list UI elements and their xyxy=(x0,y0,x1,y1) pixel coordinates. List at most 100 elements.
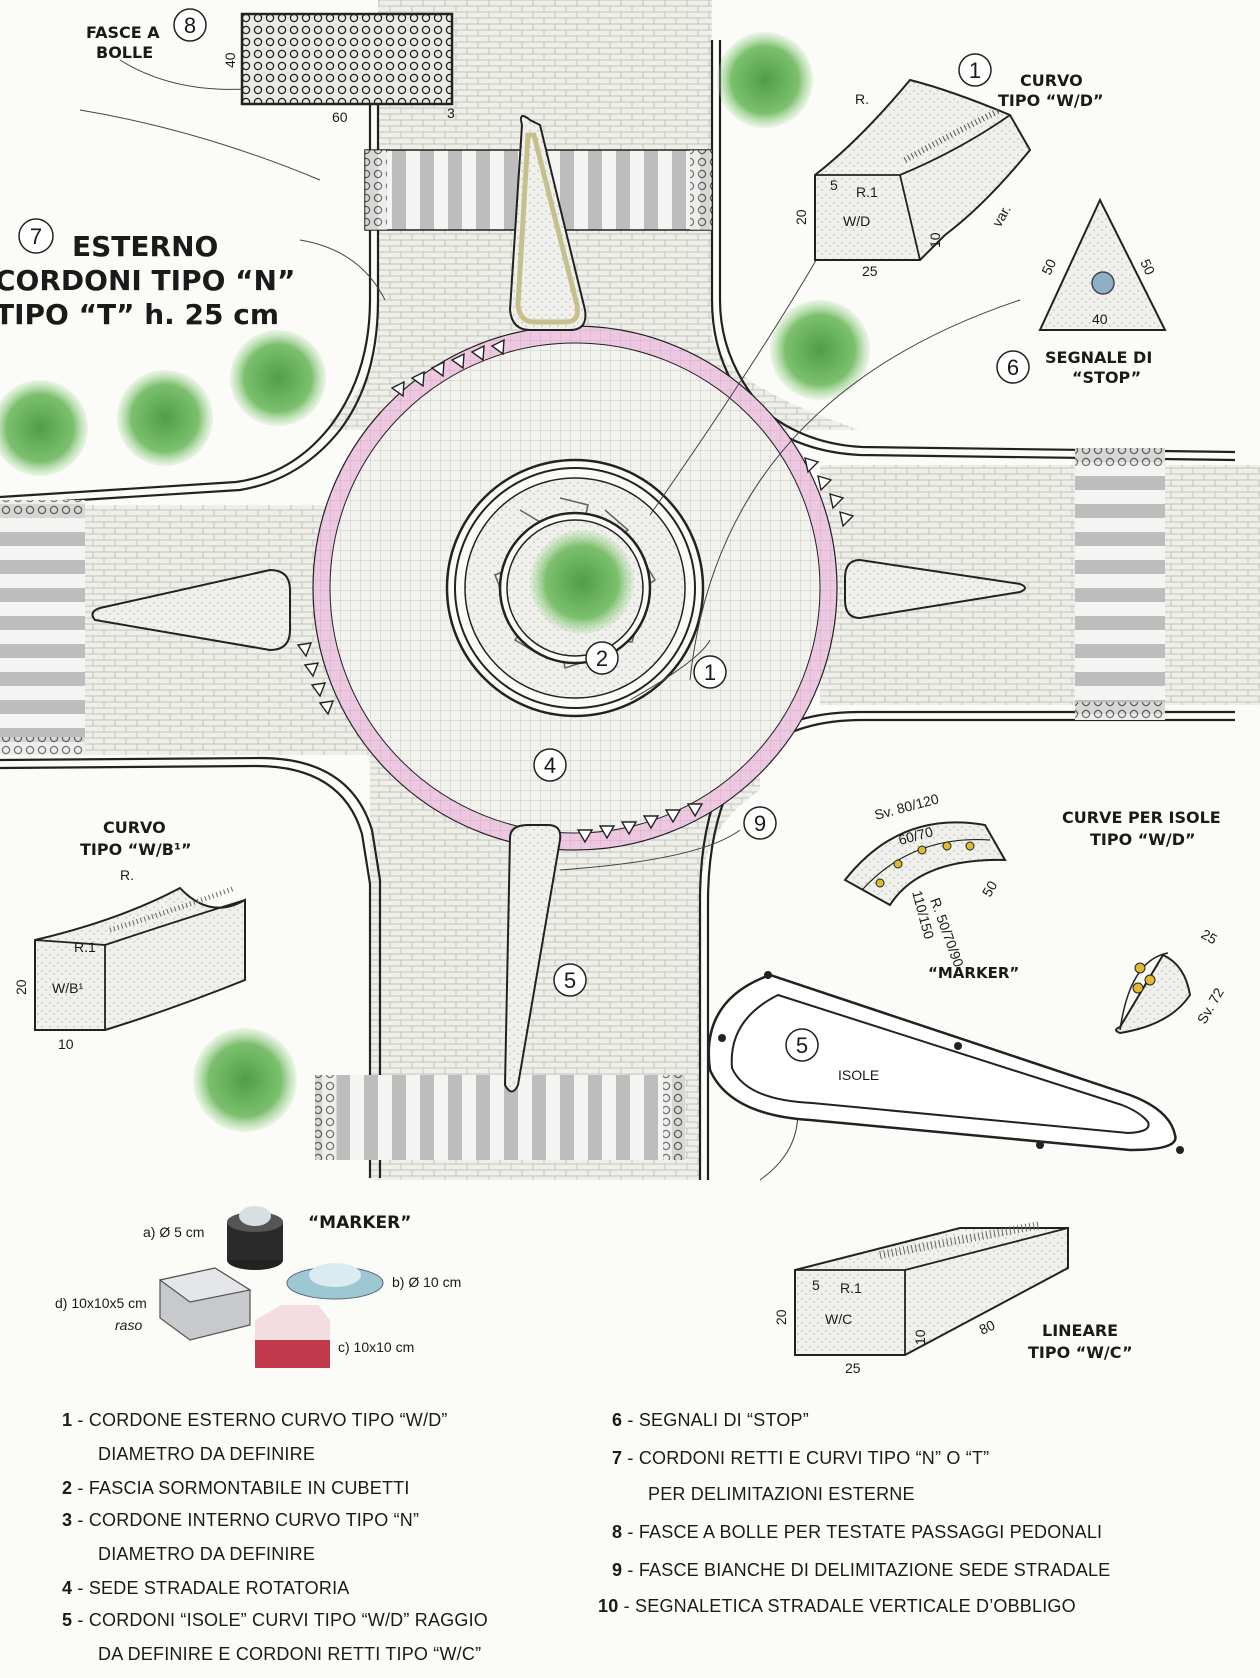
legend-num: 6 xyxy=(612,1410,623,1430)
legend-item-5-cont: DA DEFINIRE E CORDONI RETTI TIPO “W/C” xyxy=(98,1644,481,1665)
heading-line-2: CORDONI TIPO “N” xyxy=(0,264,295,297)
legend-text: SEDE STRADALE ROTATORIA xyxy=(88,1578,350,1598)
central-tree xyxy=(530,530,634,634)
legend-item-5: 5 - CORDONI “ISOLE” CURVI TIPO “W/D” RAG… xyxy=(62,1610,488,1630)
marker-a-icon xyxy=(227,1206,283,1270)
curve-isole-sv: Sv. 80/120 xyxy=(873,790,941,823)
curvo-wb-20: 20 xyxy=(13,979,29,995)
legend-text: FASCE A BOLLE PER TESTATE PASSAGGI PEDON… xyxy=(638,1522,1103,1542)
curvo-wb-label-1: CURVO xyxy=(103,818,166,837)
legend-text: FASCE BIANCHE DI DELIMITAZIONE SEDE STRA… xyxy=(638,1560,1111,1580)
dim-40: 40 xyxy=(222,52,238,68)
curb-wc-drawing xyxy=(794,1227,1069,1356)
legend-text: SEGNALETICA STRADALE VERTICALE D’OBBLIGO xyxy=(635,1596,1076,1616)
crosswalk-west xyxy=(0,500,85,755)
wc-code: W/C xyxy=(825,1311,852,1327)
tree-icon xyxy=(717,32,813,128)
fasce-label-1: FASCE A xyxy=(86,23,160,42)
legend-num: 4 xyxy=(62,1578,73,1598)
legend-text: DA DEFINIRE E CORDONI RETTI TIPO “W/C” xyxy=(98,1644,482,1664)
wc-label-1: LINEARE xyxy=(1042,1321,1118,1340)
plan-callouts: 1 2 4 5 9 xyxy=(533,641,777,997)
tree-icon xyxy=(117,370,213,466)
legend-text: SEGNALI DI “STOP” xyxy=(638,1410,809,1430)
tree-icon xyxy=(193,1028,297,1132)
legend-text: CORDONI “ISOLE” CURVI TIPO “W/D” RAGGIO xyxy=(88,1610,488,1630)
legend-num: 2 xyxy=(62,1478,73,1498)
island-curve-drawing xyxy=(843,821,1007,907)
heading-line-1: ESTERNO xyxy=(72,230,218,263)
marker-half-disc xyxy=(1115,953,1192,1035)
wc-label-2: TIPO “W/C” xyxy=(1028,1343,1133,1362)
legend-text: PER DELIMITAZIONI ESTERNE xyxy=(648,1484,915,1504)
callout-9: 9 xyxy=(754,811,766,836)
crosswalk-south xyxy=(315,1075,685,1160)
curve-isole-25: 25 xyxy=(1199,926,1221,948)
curve-isole-sv72: Sv. 72 xyxy=(1194,985,1227,1027)
wc-80: 80 xyxy=(977,1317,998,1338)
callout-7: 7 xyxy=(30,224,42,249)
legend-num: 7 xyxy=(612,1448,623,1468)
curvo-wd-20: 20 xyxy=(793,209,809,225)
tree-icon xyxy=(0,380,88,476)
roundabout xyxy=(312,325,838,851)
curvo-wd-var: var. xyxy=(989,202,1014,230)
marker-d-icon xyxy=(158,1267,252,1341)
marker-title: “MARKER” xyxy=(308,1213,411,1233)
curvo-wd-10: 10 xyxy=(927,232,943,248)
legend-text: DIAMETRO DA DEFINIRE xyxy=(98,1444,316,1464)
marker-a: a) Ø 5 cm xyxy=(143,1224,204,1240)
curvo-wd-r: R. xyxy=(855,91,869,107)
stop-40: 40 xyxy=(1092,311,1108,327)
yield-markings xyxy=(296,338,855,844)
island-south xyxy=(503,824,562,1093)
legend-item-9: 9 - FASCE BIANCHE DI DELIMITAZIONE SEDE … xyxy=(612,1560,1111,1580)
curvo-wd-label-2: TIPO “W/D” xyxy=(998,91,1104,110)
callout-2: 2 xyxy=(596,646,608,671)
heading-line-3: TIPO “T” h. 25 cm xyxy=(0,298,279,331)
legend-num: 3 xyxy=(62,1510,73,1530)
curvo-wb-code: W/B¹ xyxy=(52,980,83,996)
curvo-wb-label-2: TIPO “W/B¹” xyxy=(80,840,192,859)
legend-num: 1 xyxy=(62,1410,73,1430)
legend-item-10: 10 - SEGNALETICA STRADALE VERTICALE D’OB… xyxy=(598,1596,1076,1616)
legend-item-7-cont: PER DELIMITAZIONI ESTERNE xyxy=(648,1484,915,1505)
detail-curve-isole: CURVE PER ISOLE TIPO “W/D” Sv. 80/120 60… xyxy=(843,790,1227,1035)
stop-50a: 50 xyxy=(1038,256,1059,277)
curve-isole-marker: “MARKER” xyxy=(928,964,1019,982)
legend-item-1-cont: DIAMETRO DA DEFINIRE xyxy=(98,1444,315,1465)
curvo-wd-25: 25 xyxy=(862,263,878,279)
curb-wd-drawing xyxy=(814,78,1032,261)
legend: 1 - CORDONE ESTERNO CURVO TIPO “W/D” DIA… xyxy=(0,1398,1260,1678)
tree-icon xyxy=(230,330,326,426)
legend-text: CORDONE ESTERNO CURVO TIPO “W/D” xyxy=(88,1410,448,1430)
legend-text: DIAMETRO DA DEFINIRE xyxy=(98,1544,316,1564)
legend-text: CORDONE INTERNO CURVO TIPO “N” xyxy=(88,1510,420,1530)
legend-item-6: 6 - SEGNALI DI “STOP” xyxy=(612,1410,809,1430)
marker-c-icon xyxy=(255,1305,330,1368)
tree-icon xyxy=(770,300,870,400)
stop-label-2: “STOP” xyxy=(1072,368,1141,387)
legend-num: 9 xyxy=(612,1560,623,1580)
legend-text: CORDONI RETTI E CURVI TIPO “N” O “T” xyxy=(638,1448,990,1468)
island-east xyxy=(844,558,1026,620)
legend-item-3-cont: DIAMETRO DA DEFINIRE xyxy=(98,1544,315,1565)
curve-isole-50: 50 xyxy=(979,878,1001,900)
detail-stop-sign: 50 50 40 6 SEGNALE DI “STOP” xyxy=(996,197,1167,387)
island-curb-drawing xyxy=(707,973,1177,1152)
curvo-wb-r: R. xyxy=(120,867,134,883)
bubble-strip-swatch xyxy=(240,12,454,106)
splitter-islands xyxy=(91,115,1026,1093)
legend-num: 10 xyxy=(598,1596,619,1616)
wc-5: 5 xyxy=(812,1277,820,1293)
callout-8: 8 xyxy=(184,13,196,38)
callout-5: 5 xyxy=(564,968,576,993)
dim-3: 3 xyxy=(447,105,455,121)
heading-external-curbs: 7 ESTERNO CORDONI TIPO “N” TIPO “T” h. 2… xyxy=(0,218,295,331)
legend-item-7: 7 - CORDONI RETTI E CURVI TIPO “N” O “T” xyxy=(612,1448,990,1468)
curvo-wb-10: 10 xyxy=(58,1036,74,1052)
marker-d: d) 10x10x5 cm xyxy=(55,1295,147,1311)
dim-60: 60 xyxy=(332,109,348,125)
trees xyxy=(0,32,870,1132)
